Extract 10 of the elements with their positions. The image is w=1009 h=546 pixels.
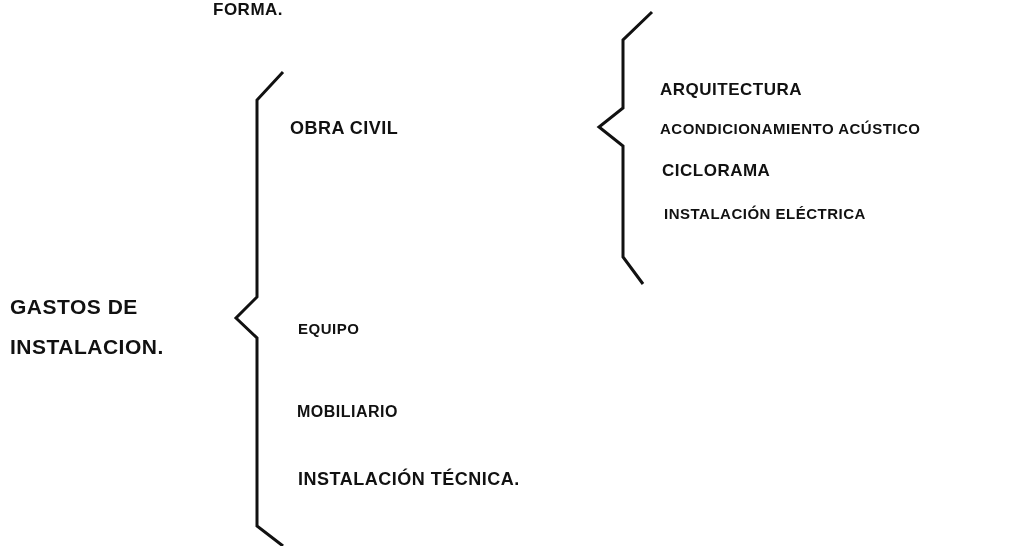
label-text: ACONDICIONAMIENTO ACÚSTICO <box>660 120 921 137</box>
label-text: CICLORAMA <box>662 161 771 181</box>
label-text: INSTALACIÓN TÉCNICA. <box>298 469 520 490</box>
label-text: GASTOS DE INSTALACION. <box>10 294 160 360</box>
label-text: INSTALACIÓN ELÉCTRICA <box>664 205 866 222</box>
label-text: OBRA CIVIL <box>290 118 399 139</box>
label-text: ARQUITECTURA <box>660 80 802 100</box>
label-text: FORMA. <box>213 0 284 20</box>
label-text: EQUIPO <box>298 320 360 337</box>
label-text: MOBILIARIO <box>297 403 398 421</box>
